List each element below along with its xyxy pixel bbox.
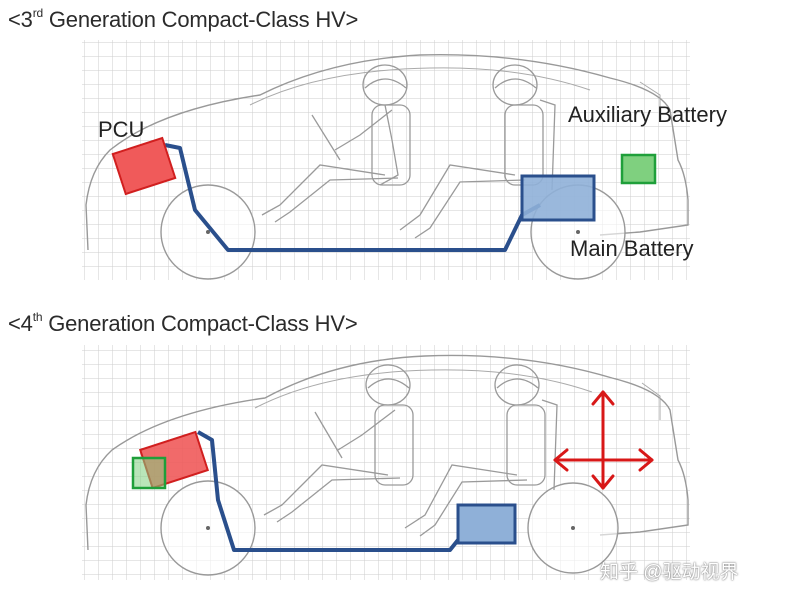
watermark: 知乎 @驱动视界 [600,562,739,583]
main-battery-box [520,174,596,222]
car-outline-2 [85,354,689,551]
space-expansion-arrows [553,390,654,490]
pcu-box [111,136,177,196]
driver-figure [261,64,411,223]
rear-passenger-figure-2 [404,364,558,537]
high-voltage-cable-2 [197,430,464,552]
main-battery-label: Main Battery [570,236,694,261]
auxiliary-battery-box [620,153,657,185]
main-battery-box-2 [456,503,517,545]
pcu-label: PCU [98,117,145,142]
panel-3rd-generation [82,40,690,280]
panel-title-4th-generation: <4th Generation Compact-Class HV> [8,309,358,336]
rear-passenger-figure [399,64,556,239]
panel-4th-generation [82,345,690,580]
panel-title-3rd-generation: <3rd Generation Compact-Class HV> [8,5,359,32]
car-outline [85,54,689,251]
driver-figure-2 [263,364,414,523]
auxiliary-battery-box-2 [131,456,167,490]
auxiliary-battery-label: Auxiliary Battery [568,102,727,127]
